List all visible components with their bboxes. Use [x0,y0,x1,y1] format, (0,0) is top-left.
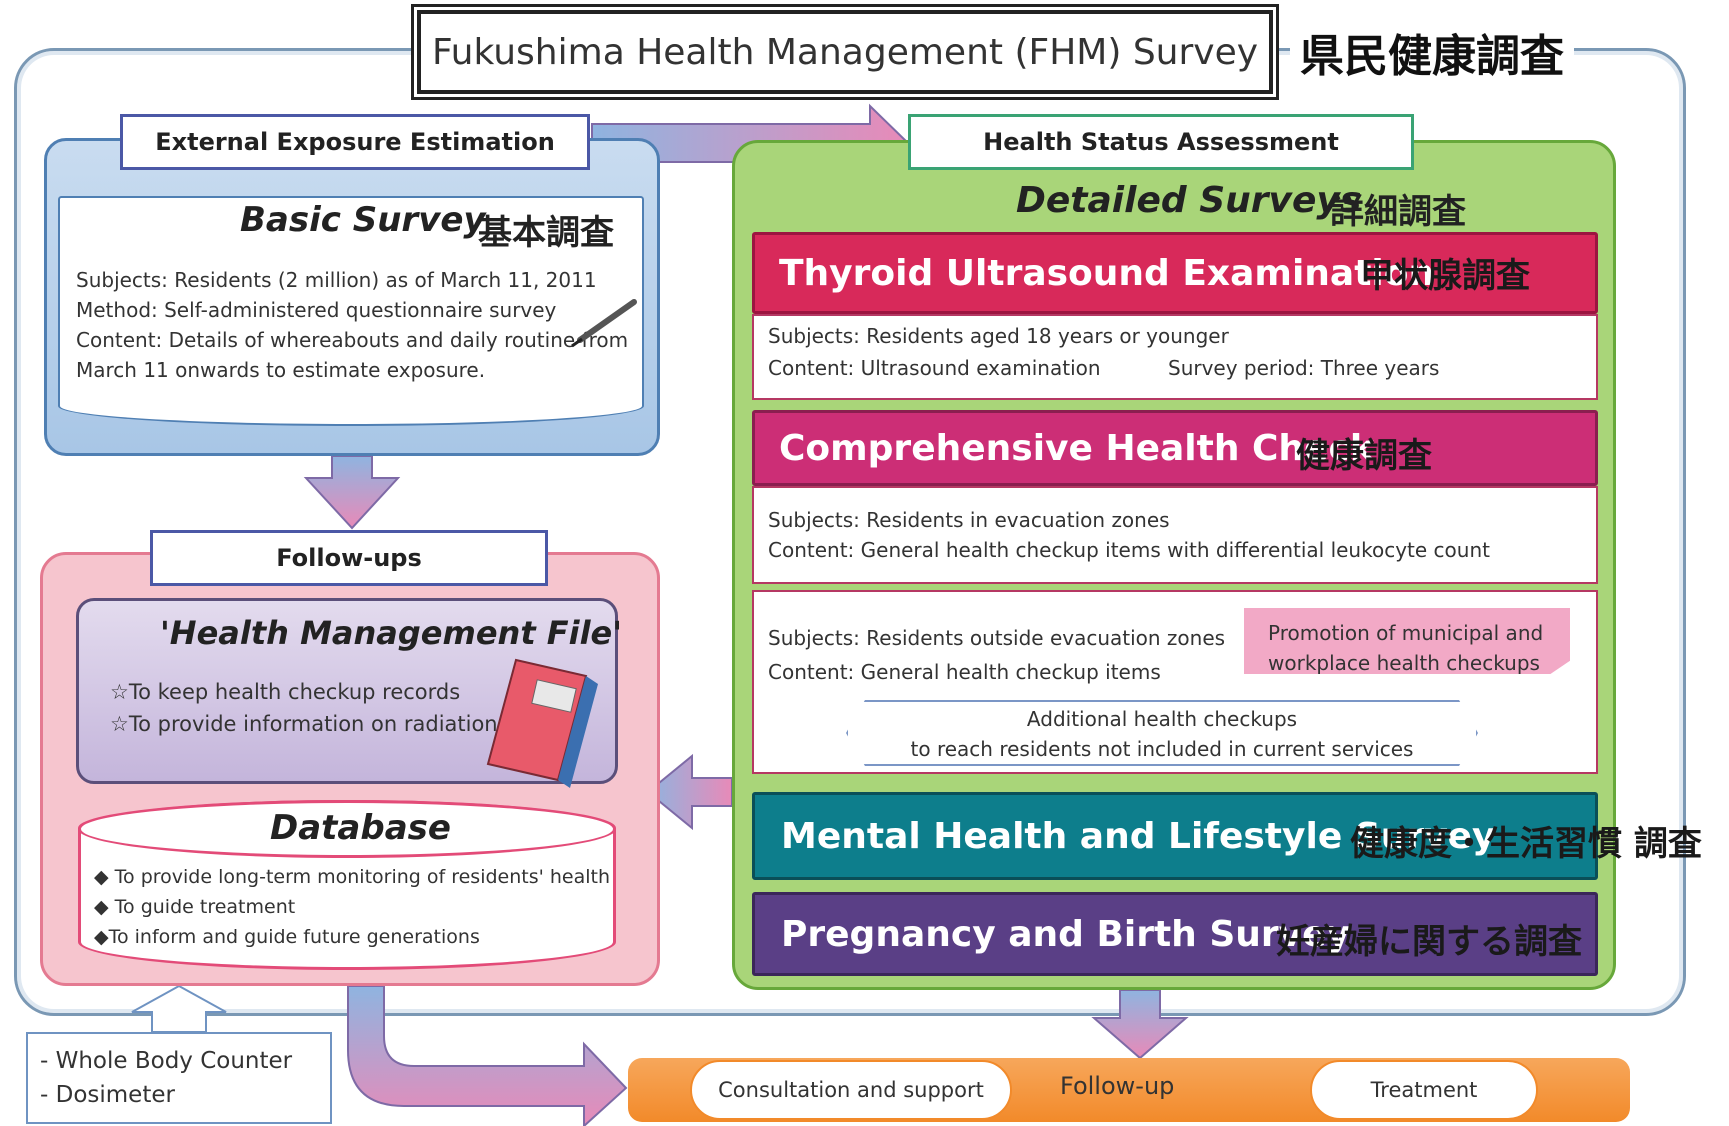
thyroid-line: Content: Ultrasound examination [768,356,1101,380]
thyroid-line: Subjects: Residents aged 18 years or you… [768,324,1229,348]
comprehensive-inside-body [752,486,1598,584]
health-status-label: Health Status Assessment [908,114,1414,170]
basic-survey-title-jp: 基本調査 [478,213,614,253]
health-management-file-title: 'Health Management File' [160,614,623,652]
mental-health-title-jp: 健康度・生活習慣 調査 [1350,824,1702,864]
basic-survey-line: Subjects: Residents (2 million) as of Ma… [76,268,597,292]
database-line: ◆ To guide treatment [94,896,296,918]
followups-label: Follow-ups [150,530,548,586]
followup-label: Follow-up [1060,1072,1175,1100]
treatment-pill: Treatment [1310,1060,1538,1120]
basic-survey-line: Method: Self-administered questionnaire … [76,298,557,322]
arrow-health-to-followups [646,753,733,831]
basic-survey-title: Basic Survey [240,200,486,240]
database-line: ◆ To provide long-term monitoring of res… [94,866,611,888]
comprehensive-line: Subjects: Residents in evacuation zones [768,508,1170,532]
database-line: ◆To inform and guide future generations [94,926,480,948]
thyroid-bar: Thyroid Ultrasound Examination [752,232,1598,314]
thyroid-title-jp: 甲状腺調査 [1360,256,1530,296]
detailed-surveys-title: Detailed Surveys [1016,180,1362,221]
thyroid-survey-period: Survey period: Three years [1168,356,1440,380]
pregnancy-bar: Pregnancy and Birth Survey [752,892,1598,976]
comprehensive-line: Subjects: Residents outside evacuation z… [768,626,1226,650]
basic-survey-card [58,196,644,426]
whole-body-counter-box [26,1032,332,1124]
mental-health-title: Mental Health and Lifestyle Survey [781,815,1496,857]
database-title: Database [270,808,451,848]
additional-line: to reach residents not included in curre… [910,737,1414,761]
basic-survey-line: March 11 onwards to estimate exposure. [76,358,486,382]
page-title-jp: 県民健康調査 [1290,20,1574,84]
additional-line: Additional health checkups [1026,707,1298,731]
page-title: Fukushima Health Management (FHM) Survey [417,10,1273,94]
mental-health-bar: Mental Health and Lifestyle Survey [752,792,1598,880]
hmf-line: ☆To keep health checkup records [110,680,461,704]
database-cylinder-top [78,800,616,858]
arrow-basic-to-followups [303,455,401,530]
wbc-line: - Whole Body Counter [40,1048,293,1074]
additional-checkups-box: Additional health checkups to reach resi… [846,700,1478,766]
comprehensive-title-jp: 健康調査 [1296,436,1432,476]
pregnancy-title: Pregnancy and Birth Survey [781,913,1351,955]
promotion-note: Promotion of municipal and workplace hea… [1244,608,1570,674]
thyroid-body [752,314,1598,400]
arrow-followups-to-bottom [347,985,628,1126]
detailed-surveys-title-jp: 詳細調査 [1330,192,1466,232]
consultation-pill: Consultation and support [690,1060,1012,1120]
thyroid-title: Thyroid Ultrasound Examination [779,252,1435,294]
basic-survey-line: Content: Details of whereabouts and dail… [76,328,629,352]
comprehensive-line: Content: General health checkup items wi… [768,538,1490,562]
comprehensive-line: Content: General health checkup items [768,660,1161,684]
external-exposure-label: External Exposure Estimation [120,114,590,170]
arrow-wbc-up [131,984,227,1033]
wbc-line: - Dosimeter [40,1082,175,1108]
hmf-line: ☆To provide information on radiation [110,712,498,736]
pregnancy-title-jp: 妊産婦に関する調査 [1276,922,1582,962]
promotion-line: Promotion of municipal and [1268,621,1544,645]
promotion-line: workplace health checkups [1268,651,1540,675]
comprehensive-bar: Comprehensive Health Check [752,410,1598,486]
arrow-health-to-bottom [1091,989,1189,1060]
comprehensive-title: Comprehensive Health Check [779,427,1374,469]
